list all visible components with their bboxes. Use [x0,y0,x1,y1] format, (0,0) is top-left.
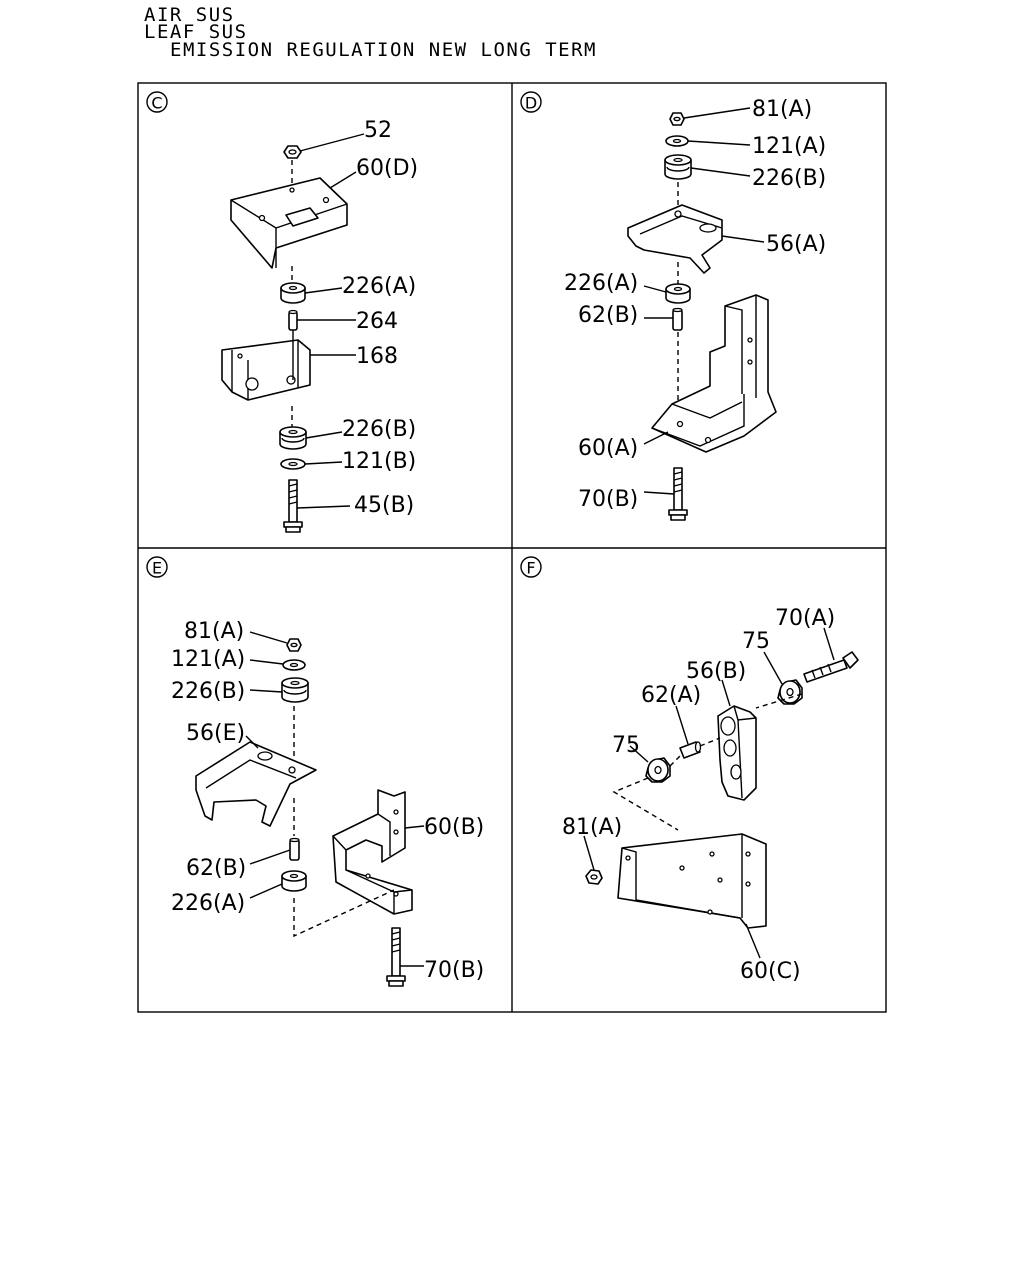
panel-c-marker: C [146,91,168,113]
cushion-226a-c [280,282,306,304]
label-60d: 60(D) [356,156,418,181]
bolt-70a [803,651,859,683]
label-81a: 81(A) [752,97,812,122]
cushion-226a-e [281,870,307,892]
label-226a: 226(A) [564,271,638,296]
label-226b: 226(B) [171,679,245,704]
bracket-168 [221,339,311,401]
label-62b: 62(B) [578,303,638,328]
panel-f-letter: F [526,559,535,578]
panel-f-labels: 70(A) 75 56(B) 62(A) 75 81(A) 60(C) [562,606,835,984]
label-56e: 56(E) [186,721,245,746]
label-81a: 81(A) [562,815,622,840]
panel-d: D [520,91,826,521]
header-line-2: LEAF SUS [144,21,248,43]
panel-d-letter: D [525,94,537,113]
cushion-226b-c [279,426,307,450]
washer-121a-e [282,659,306,671]
cushion-226a-d [665,283,691,304]
bolt-70b-e [386,927,406,987]
label-52: 52 [364,118,392,143]
panel-e: E [146,556,484,987]
cushion-75-left [645,757,671,783]
panel-c: C [146,91,418,533]
label-81a: 81(A) [184,619,244,644]
collar-62a [679,741,702,759]
label-70b: 70(B) [578,487,638,512]
bracket-60d [230,177,348,269]
panel-c-labels: 52 60(D) 226(A) 264 168 226(B) 121(B) 45… [342,118,418,518]
bracket-56b [717,705,757,801]
label-121b: 121(B) [342,449,416,474]
panel-f-marker: F [520,556,542,578]
header-line-3: EMISSION REGULATION NEW LONG TERM [170,39,597,61]
panel-e-marker: E [146,556,168,578]
bolt-45b [283,479,303,533]
label-56a: 56(A) [766,232,826,257]
bracket-60c [617,833,767,929]
panel-d-labels: 81(A) 121(A) 226(B) 56(A) 226(A) 62(B) 6… [564,97,826,512]
label-226a: 226(A) [342,274,416,299]
label-60b: 60(B) [424,815,484,840]
label-121a: 121(A) [171,647,245,672]
panel-f: F [520,556,859,984]
panel-e-letter: E [152,559,162,578]
label-60c: 60(C) [740,959,801,984]
label-60a: 60(A) [578,436,638,461]
nut-52 [283,145,302,159]
label-62a: 62(A) [641,683,701,708]
bracket-60b [332,789,413,915]
label-75a: 75 [742,629,770,654]
washer-121b-c [280,458,306,470]
label-56b: 56(B) [686,659,746,684]
label-226a: 226(A) [171,891,245,916]
nut-81a-f [585,869,603,885]
label-45b: 45(B) [354,493,414,518]
cushion-226b-e [281,677,309,703]
washer-121a-d [665,135,689,147]
bolt-70b-d [668,467,688,521]
collar-264 [288,309,298,331]
label-62b: 62(B) [186,856,246,881]
label-75b: 75 [612,733,640,758]
bracket-56e [195,741,317,827]
header-line-1: AIR SUS [144,4,235,26]
label-226b: 226(B) [752,166,826,191]
label-70b: 70(B) [424,958,484,983]
collar-62b-d [672,307,683,331]
panel-c-letter: C [151,94,162,113]
label-121a: 121(A) [752,134,826,159]
bracket-56a [627,204,723,274]
cushion-226b-d [664,154,692,180]
bracket-60a [651,294,777,453]
label-264: 264 [356,309,398,334]
nut-81a-e [286,638,302,652]
panel-e-labels: 81(A) 121(A) 226(B) 56(E) 60(B) 62(B) 22… [171,619,484,983]
collar-62b-e [289,837,300,861]
nut-81a-d [669,112,685,126]
label-226b: 226(B) [342,417,416,442]
panel-grid [137,82,887,1013]
panel-d-marker: D [520,91,542,113]
label-168: 168 [356,344,398,369]
label-70a: 70(A) [775,606,835,631]
